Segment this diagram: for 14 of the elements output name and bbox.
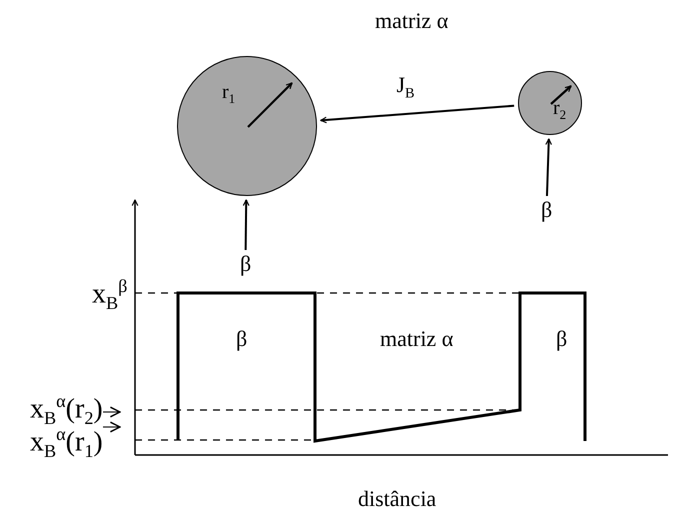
axis-title: distância xyxy=(358,488,436,510)
phase-label: β xyxy=(556,328,568,350)
axis-label: x$_{B}$$^{α}$(r$_{2}$) xyxy=(30,392,103,428)
arrow xyxy=(545,138,552,196)
phase-label: β xyxy=(236,328,248,350)
region-label: matriz α xyxy=(380,328,454,350)
matrix-label: matriz α xyxy=(375,10,448,32)
arrow xyxy=(320,104,514,124)
radius-label: r$_{2}$ xyxy=(553,98,566,121)
radius-label: r$_{1}$ xyxy=(222,82,236,105)
phase-label: β xyxy=(541,199,552,221)
arrow xyxy=(242,199,250,250)
phase-label: β xyxy=(240,253,252,275)
axis-label: x$_{B}$$^{α}$(r$_{1}$) xyxy=(30,425,103,460)
